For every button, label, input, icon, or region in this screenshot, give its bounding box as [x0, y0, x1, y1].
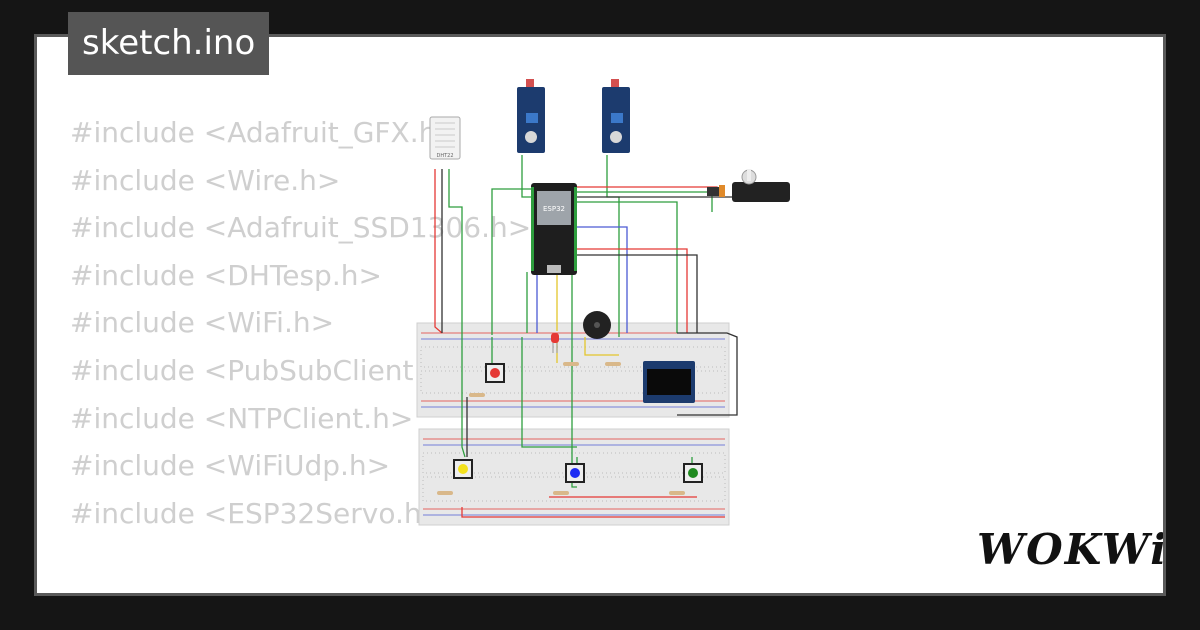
code-line: //Multi-color meaning sketch	[70, 585, 531, 593]
esp32-label: ESP32	[543, 205, 565, 213]
preview-card: #include <Adafruit_GFX.h> #include <Wire.…	[34, 34, 1166, 596]
code-line: #include <Wire.h>	[70, 163, 341, 197]
esp32-board: ESP32	[531, 183, 577, 275]
code-line: #include <DHTesp.h>	[70, 258, 382, 292]
code-line: #include <Adafruit_GFX.h>	[70, 116, 460, 149]
code-line: #include <ESP32Servo.h>	[70, 496, 446, 530]
code-line: #include <Adafruit_SSD1306.h>	[70, 211, 532, 245]
circuit-diagram: DHT22 ESP32	[416, 79, 790, 526]
button-blue	[565, 463, 585, 483]
ldr-module-1	[517, 79, 545, 153]
dht22-sensor: DHT22	[429, 116, 461, 160]
code-line: #include <NTPClient.h>	[70, 401, 414, 435]
code-line: #include <WiFiUdp.h>	[70, 449, 391, 483]
oled-display	[643, 361, 695, 403]
button-red	[485, 363, 505, 383]
button-green	[683, 463, 703, 483]
ldr-module-2	[602, 79, 630, 153]
code-line: #include <WiFi.h>	[70, 306, 335, 340]
code-background: #include <Adafruit_GFX.h> #include <Wire.…	[70, 109, 532, 593]
servo-motor	[707, 169, 790, 202]
dht-label: DHT22	[436, 153, 453, 159]
wokwi-logo: WOKWi	[977, 525, 1166, 574]
buzzer	[583, 311, 611, 339]
resistors	[437, 362, 685, 495]
button-yellow	[453, 459, 473, 479]
file-name-tag: sketch.ino	[68, 12, 270, 75]
red-led	[551, 333, 559, 353]
wires	[434, 155, 778, 518]
